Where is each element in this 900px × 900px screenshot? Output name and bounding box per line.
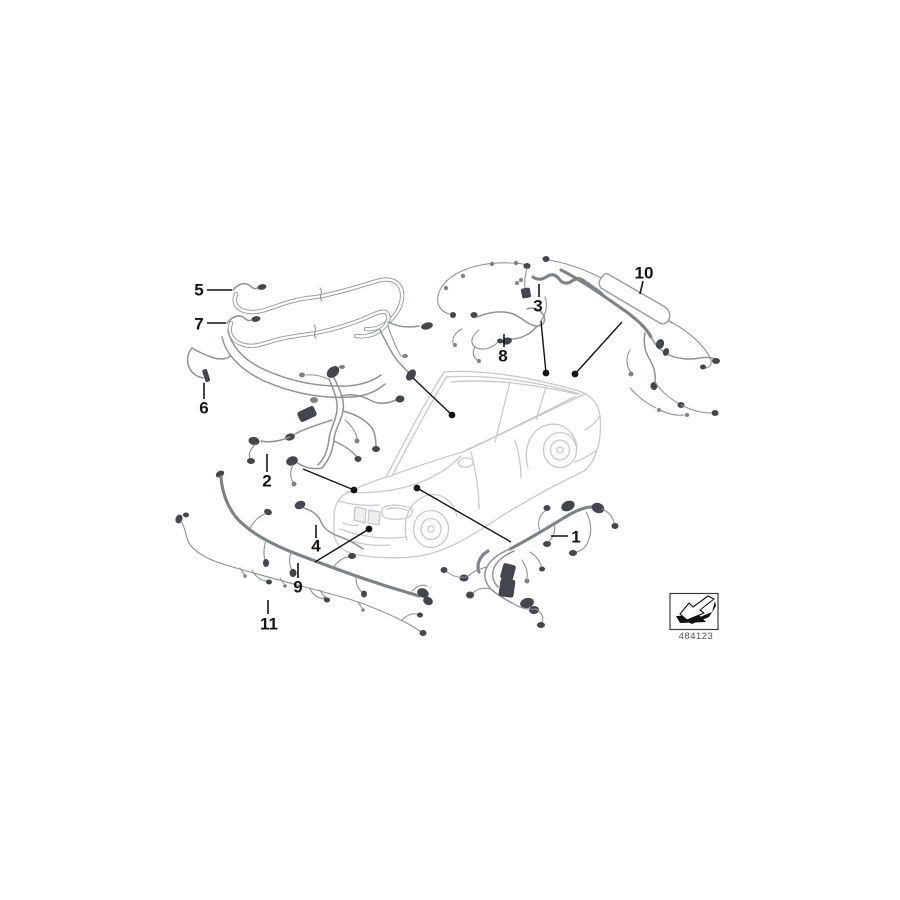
pointer-dot-0 bbox=[448, 411, 456, 419]
callout-8[interactable]: 8 bbox=[498, 334, 508, 366]
callout-7[interactable]: 7 bbox=[194, 315, 226, 334]
callout-11-label[interactable]: 11 bbox=[260, 615, 278, 634]
harness-2-engine-wiring[interactable] bbox=[247, 364, 405, 487]
harness-5-7-repair-tubes[interactable] bbox=[221, 277, 434, 399]
pointer-line-0 bbox=[412, 377, 453, 416]
callout-3-label[interactable]: 3 bbox=[533, 297, 542, 316]
pointer-lines bbox=[302, 320, 623, 563]
callout-8-label[interactable]: 8 bbox=[498, 347, 507, 366]
pointer-line-1 bbox=[574, 321, 623, 375]
callout-10-tick bbox=[639, 280, 644, 295]
harness-11-bumper-wiring[interactable] bbox=[174, 512, 427, 637]
pointer-dot-5 bbox=[365, 525, 373, 533]
callout-1-label[interactable]: 1 bbox=[571, 528, 580, 547]
harness-1-engine-wiring[interactable] bbox=[440, 499, 619, 628]
callout-6[interactable]: 6 bbox=[199, 383, 209, 418]
callout-5[interactable]: 5 bbox=[194, 281, 232, 300]
car-outline bbox=[333, 370, 602, 559]
callout-3[interactable]: 3 bbox=[533, 284, 543, 316]
callout-2-label[interactable]: 2 bbox=[262, 472, 271, 491]
pointer-line-5 bbox=[314, 528, 370, 563]
callout-4-label[interactable]: 4 bbox=[311, 537, 321, 556]
pointer-line-2 bbox=[540, 320, 547, 374]
pointer-dot-4 bbox=[413, 484, 421, 492]
callout-5-label[interactable]: 5 bbox=[194, 281, 203, 300]
pointer-dot-2 bbox=[542, 369, 550, 377]
callout-10[interactable]: 10 bbox=[635, 264, 654, 295]
harness-8-repair-wire[interactable] bbox=[452, 307, 546, 363]
callout-2[interactable]: 2 bbox=[262, 454, 272, 491]
pointer-line-4 bbox=[416, 487, 512, 543]
callout-9-label[interactable]: 9 bbox=[293, 578, 302, 597]
harness-3-roof-wiring[interactable] bbox=[437, 260, 604, 322]
drawing-stamp: 484123 bbox=[669, 592, 719, 642]
pointer-line-3 bbox=[302, 468, 355, 491]
direction-arrow-icon bbox=[676, 595, 716, 624]
pointer-dot-3 bbox=[350, 486, 358, 494]
callout-4[interactable]: 4 bbox=[311, 525, 321, 556]
drawing-number: 484123 bbox=[679, 631, 714, 642]
callout-labels: 1 2 3 4 5 6 7 8 9 10 11 bbox=[194, 264, 653, 634]
callout-1[interactable]: 1 bbox=[551, 528, 581, 547]
callout-9[interactable]: 9 bbox=[293, 563, 303, 597]
harness-6-repair-wire[interactable] bbox=[186, 347, 231, 382]
harness-9-bumper-wiring[interactable] bbox=[215, 469, 435, 607]
harness-4-repair-wire[interactable] bbox=[293, 499, 364, 550]
callout-11[interactable]: 11 bbox=[260, 600, 278, 634]
callout-6-label[interactable]: 6 bbox=[199, 399, 208, 418]
pointer-dot-1 bbox=[571, 370, 579, 378]
harness-10-roof-rail-wiring[interactable] bbox=[542, 256, 721, 417]
callout-7-label[interactable]: 7 bbox=[194, 315, 203, 334]
callout-10-label[interactable]: 10 bbox=[635, 264, 654, 283]
